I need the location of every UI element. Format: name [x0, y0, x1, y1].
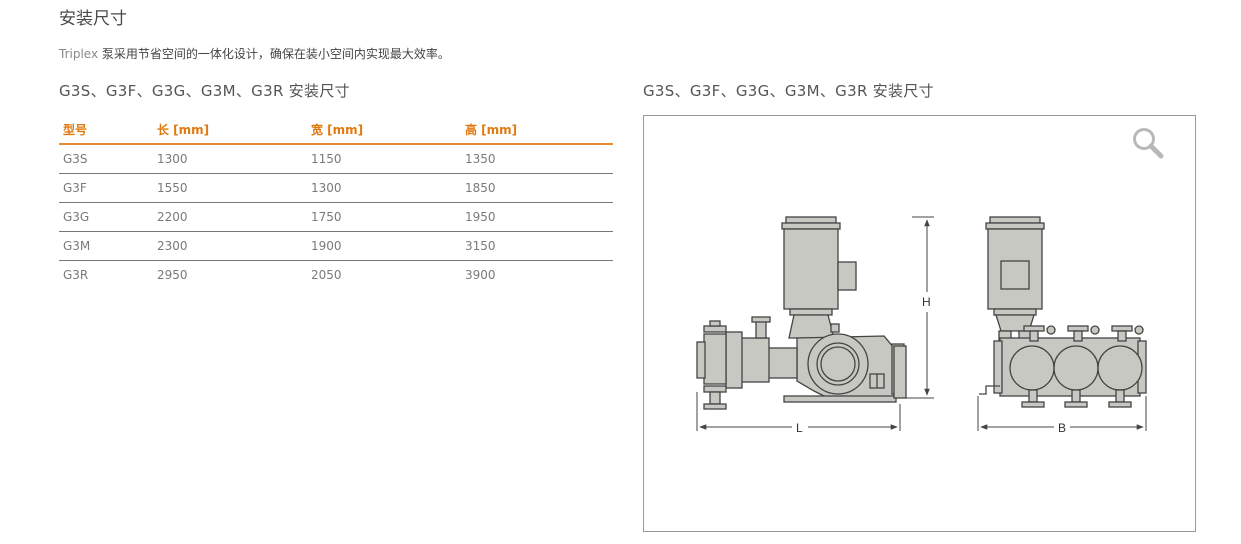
- intro-body: 泵采用节省空间的一体化设计，确保在装小空间内实现最大效率。: [98, 47, 450, 61]
- cell-length: 2200: [153, 202, 307, 232]
- header-height: 高 [mm]: [461, 115, 613, 145]
- cell-model: G3R: [63, 268, 89, 282]
- cell-length: 2950: [157, 268, 188, 282]
- cell-width: 1300: [307, 173, 461, 203]
- cell-length: 1300: [153, 144, 307, 174]
- label-b: B: [1058, 421, 1066, 435]
- cell-height: 1350: [461, 144, 613, 174]
- table-section-title: G3S、G3F、G3G、G3M、G3R 安装尺寸: [59, 82, 350, 100]
- intro-brand: Triplex: [59, 47, 99, 61]
- diagram-section-title: G3S、G3F、G3G、G3M、G3R 安装尺寸: [643, 82, 934, 100]
- cell-model: G3M: [59, 231, 153, 261]
- magnifier-icon[interactable]: [1131, 126, 1165, 160]
- cell-model: G3G: [59, 202, 153, 232]
- header-model: 型号: [59, 115, 153, 145]
- cell-model: G3F: [59, 173, 153, 203]
- cell-width: 1900: [307, 231, 461, 261]
- cell-height: 1850: [461, 173, 613, 203]
- cell-width: 2050: [311, 268, 342, 282]
- cell-length: 1550: [153, 173, 307, 203]
- cell-width: 1750: [307, 202, 461, 232]
- cell-height: 3900: [465, 268, 496, 282]
- table-row: G3R 2950 2050 3900: [59, 261, 613, 290]
- table-row: G3F 1550 1300 1850: [59, 173, 613, 203]
- dimensions-table: 型号 长 [mm] 宽 [mm] 高 [mm] G3S 1300 1150 13…: [59, 115, 613, 289]
- pump-drawing: H L B: [696, 216, 1147, 435]
- cell-width: 1150: [307, 144, 461, 174]
- cell-height: 1950: [461, 202, 613, 232]
- page-title: 安装尺寸: [59, 9, 127, 29]
- header-width: 宽 [mm]: [307, 115, 461, 145]
- cell-height: 3150: [461, 231, 613, 261]
- pump-diagram[interactable]: H L B: [643, 115, 1196, 532]
- cell-length: 2300: [153, 231, 307, 261]
- table-row: G3G 2200 1750 1950: [59, 202, 613, 232]
- table-row: G3M 2300 1900 3150: [59, 231, 613, 261]
- side-view: [696, 216, 907, 410]
- label-h: H: [922, 295, 931, 309]
- intro-text: Triplex 泵采用节省空间的一体化设计，确保在装小空间内实现最大效率。: [59, 45, 450, 62]
- dimension-lines: [696, 216, 1147, 431]
- header-length: 长 [mm]: [153, 115, 307, 145]
- table-header-row: 型号 长 [mm] 宽 [mm] 高 [mm]: [59, 115, 613, 145]
- cell-model: G3S: [59, 144, 153, 174]
- label-l: L: [796, 421, 803, 435]
- front-view: [979, 216, 1147, 408]
- table-row: G3S 1300 1150 1350: [59, 144, 613, 174]
